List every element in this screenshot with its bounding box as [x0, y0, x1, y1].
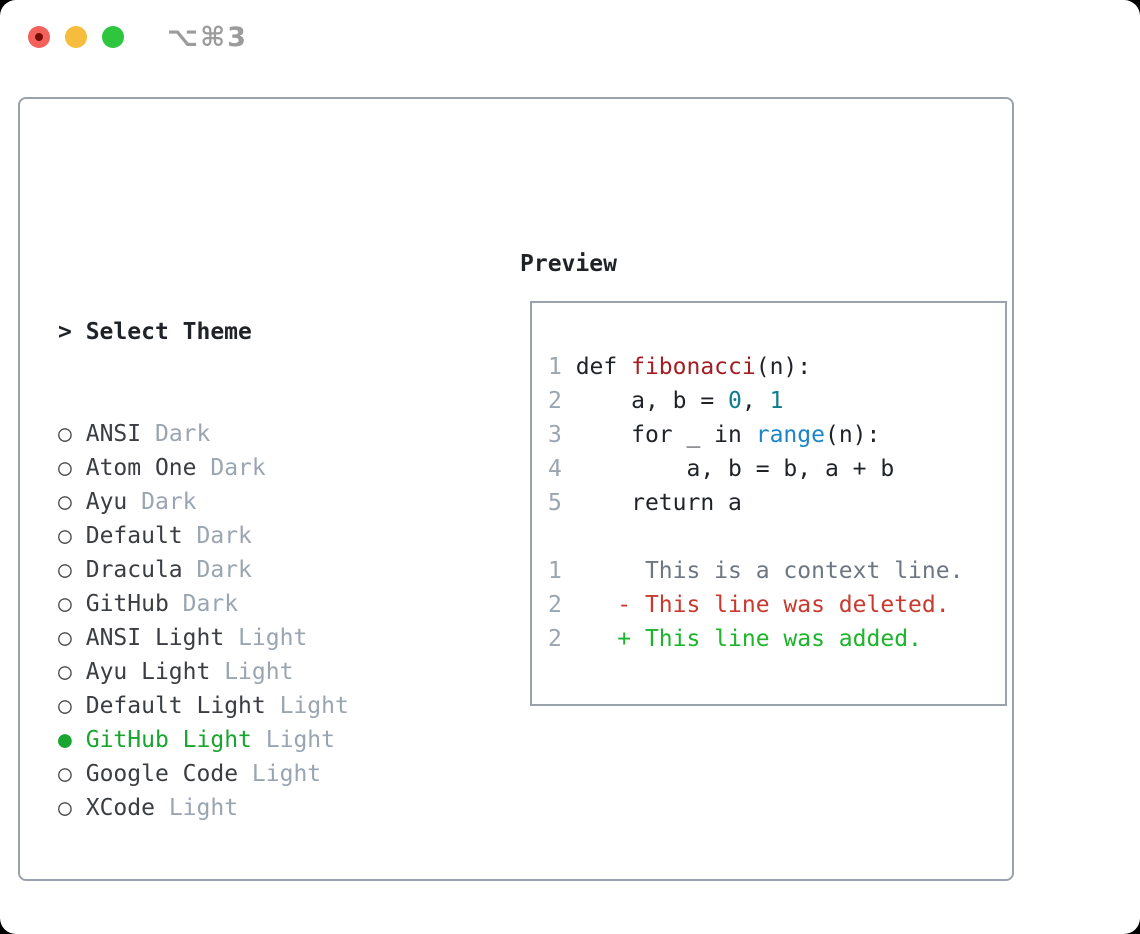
theme-item-label: XCode — [85, 795, 155, 821]
theme-item-github-light[interactable]: ● GitHub Light Light — [58, 723, 446, 757]
theme-item-label: GitHub — [85, 591, 169, 617]
theme-item-google-code[interactable]: ○ Google Code Light — [58, 757, 446, 791]
line-number: 1 — [548, 558, 576, 584]
theme-picker-panel: > Select Theme ○ ANSI Dark○ Atom One Dar… — [18, 97, 1014, 881]
token-builtin: range — [755, 422, 825, 448]
close-button[interactable] — [28, 26, 50, 48]
spacer — [58, 893, 446, 927]
radio-icon: ○ — [58, 557, 72, 583]
preview-header: Preview — [520, 251, 617, 277]
theme-list: ○ ANSI Dark○ Atom One Dark○ Ayu Dark○ De… — [58, 417, 446, 825]
token-deleted: - This line was deleted. — [575, 592, 950, 618]
theme-item-label: Ayu — [85, 489, 128, 515]
blank-line — [548, 520, 1005, 554]
theme-item-label: ANSI Light — [85, 625, 225, 651]
radio-icon: ○ — [58, 523, 72, 549]
theme-variant-tag: Light — [224, 659, 294, 685]
code-line: 1 def fibonacci(n): — [548, 350, 1005, 384]
select-theme-header: > Select Theme — [58, 315, 446, 349]
theme-item-ayu[interactable]: ○ Ayu Dark — [58, 485, 446, 519]
diff-added-line: 2 + This line was added. — [548, 622, 1005, 656]
token-added: + This line was added. — [575, 626, 922, 652]
token-number: 1 — [769, 388, 784, 414]
theme-variant-tag: Dark — [154, 421, 211, 447]
theme-item-atom-one[interactable]: ○ Atom One Dark — [58, 451, 446, 485]
radio-icon: ○ — [58, 693, 72, 719]
token-plain: (n): — [824, 422, 881, 448]
code-line: 2 a, b = 0, 1 — [548, 384, 1005, 418]
select-theme-header-label: Select Theme — [85, 319, 252, 345]
theme-variant-tag: Dark — [196, 523, 252, 549]
token-context: This is a context line. — [575, 558, 964, 584]
theme-item-label: Default — [85, 523, 183, 549]
prompt-caret-icon: > — [58, 319, 86, 345]
radio-icon: ○ — [58, 795, 72, 821]
theme-item-label: ANSI — [85, 421, 142, 447]
code-line: 4 a, b = b, a + b — [548, 452, 1005, 486]
token-plain: a, b = b, a + b — [575, 456, 895, 482]
theme-variant-tag: Light — [251, 761, 322, 787]
theme-item-ayu-light[interactable]: ○ Ayu Light Light — [58, 655, 446, 689]
radio-icon: ○ — [58, 489, 72, 515]
line-number: 2 — [548, 592, 576, 618]
token-func: fibonacci — [631, 354, 756, 380]
minimize-button[interactable] — [65, 26, 87, 48]
theme-picker-column: > Select Theme ○ ANSI Dark○ Atom One Dar… — [58, 247, 446, 934]
theme-item-ansi[interactable]: ○ ANSI Dark — [58, 417, 446, 451]
theme-item-label: Ayu Light — [85, 659, 211, 685]
token-plain: def — [575, 354, 632, 380]
diff-context-line: 1 This is a context line. — [548, 554, 1005, 588]
token-plain: , — [741, 388, 770, 414]
theme-item-dracula[interactable]: ○ Dracula Dark — [58, 553, 446, 587]
theme-item-label: GitHub Light — [85, 727, 252, 753]
close-dot-icon — [35, 33, 43, 41]
theme-item-label: Default Light — [85, 693, 266, 719]
theme-variant-tag: Light — [265, 727, 335, 753]
theme-item-default-light[interactable]: ○ Default Light Light — [58, 689, 446, 723]
theme-item-xcode[interactable]: ○ XCode Light — [58, 791, 446, 825]
theme-variant-tag: Light — [279, 693, 349, 719]
radio-icon: ○ — [58, 421, 72, 447]
radio-icon: ○ — [58, 659, 72, 685]
theme-variant-tag: Light — [238, 625, 308, 651]
radio-icon: ○ — [58, 591, 72, 617]
radio-selected-icon: ● — [58, 727, 72, 753]
code-line: 5 return a — [548, 486, 1005, 520]
token-plain: for _ in — [575, 422, 756, 448]
code-line: 3 for _ in range(n): — [548, 418, 1005, 452]
token-plain: a, b = — [575, 388, 729, 414]
diff-deleted-line: 2 - This line was deleted. — [548, 588, 1005, 622]
line-number: 1 — [548, 354, 576, 380]
theme-item-label: Dracula — [85, 557, 183, 583]
window-title: ⌥⌘3 — [167, 22, 248, 53]
line-number: 4 — [548, 456, 576, 482]
token-number: 0 — [728, 388, 742, 414]
theme-item-default[interactable]: ○ Default Dark — [58, 519, 446, 553]
line-number: 2 — [548, 388, 576, 414]
theme-item-label: Atom One — [85, 455, 197, 481]
line-number: 5 — [548, 490, 576, 516]
theme-item-github[interactable]: ○ GitHub Dark — [58, 587, 446, 621]
theme-variant-tag: Light — [168, 795, 239, 821]
theme-variant-tag: Dark — [182, 591, 239, 617]
token-plain: (n): — [755, 354, 812, 380]
theme-item-ansi-light[interactable]: ○ ANSI Light Light — [58, 621, 446, 655]
theme-variant-tag: Dark — [141, 489, 197, 515]
theme-variant-tag: Dark — [210, 455, 266, 481]
radio-icon: ○ — [58, 625, 72, 651]
line-number: 2 — [548, 626, 576, 652]
radio-icon: ○ — [58, 761, 72, 787]
theme-item-label: Google Code — [85, 761, 239, 787]
line-number: 3 — [548, 422, 576, 448]
theme-variant-tag: Dark — [196, 557, 252, 583]
radio-icon: ○ — [58, 455, 72, 481]
maximize-button[interactable] — [102, 26, 124, 48]
token-plain: return a — [575, 490, 742, 516]
